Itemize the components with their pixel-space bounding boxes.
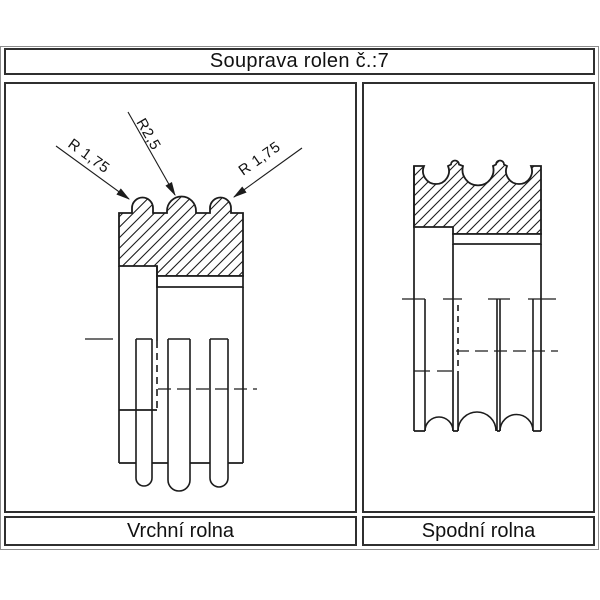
- upper-rim-band: [156, 275, 244, 288]
- dimension-label-r-right: R 1,75: [236, 138, 284, 179]
- upper-hatched-section: [118, 195, 244, 288]
- lower-rim-band: [452, 233, 542, 245]
- caption-lower-roller-text: Spodní rolna: [421, 519, 536, 542]
- caption-upper-roller-text: Vrchní rolna: [126, 519, 235, 542]
- leader-r-middle: [127, 111, 176, 197]
- panel-lower-roller: [362, 82, 595, 513]
- dimension-label-r-middle: R2,5: [133, 116, 165, 154]
- leader-r-right: [233, 147, 303, 198]
- lower-hatched-section: [413, 159, 542, 245]
- sheet-title: Souprava rolen č.:7: [209, 50, 390, 72]
- panel-upper-roller: R 1,75 R2,5 R 1,75: [4, 82, 357, 513]
- caption-upper-roller: Vrchní rolna: [4, 516, 357, 546]
- upper-body-outline: [118, 266, 244, 464]
- lower-ridge-humps: [424, 411, 534, 432]
- caption-lower-roller: Spodní rolna: [362, 516, 595, 546]
- upper-centerlines: [85, 338, 257, 390]
- upper-grooves: [135, 338, 229, 492]
- lower-ridge-edges: [424, 299, 534, 431]
- lower-roller-drawing: [402, 159, 558, 432]
- dimension-label-r-left: R 1,75: [65, 135, 113, 176]
- upper-dimension-leaders: [55, 111, 303, 200]
- lower-centerlines: [402, 298, 558, 372]
- title-bar: Souprava rolen č.:7: [4, 48, 595, 75]
- leader-r-left: [55, 145, 130, 200]
- upper-roller-drawing: R 1,75 R2,5 R 1,75: [55, 111, 303, 492]
